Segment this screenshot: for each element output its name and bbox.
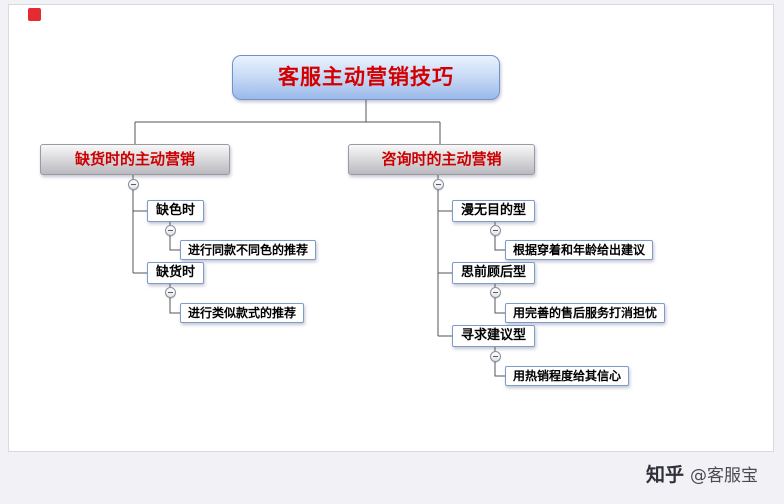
collapse-toggle-icon[interactable] [490,351,501,362]
collapse-toggle-icon[interactable] [165,287,176,298]
child-node-out-of-stock[interactable]: 缺货时 [147,262,205,284]
leaf-node-recommend-other-colors[interactable]: 进行同款不同色的推荐 [180,240,317,260]
leaf-node-recommend-similar-styles[interactable]: 进行类似款式的推荐 [180,303,305,323]
watermark-handle: @客服宝 [690,466,758,486]
leaf-node-confidence-by-popularity[interactable]: 用热销程度给其信心 [505,366,630,386]
zhihu-brand-label: 知乎 [645,464,684,486]
leaf-node-suggest-by-age-and-dress[interactable]: 根据穿着和年龄给出建议 [505,240,654,260]
collapse-toggle-icon[interactable] [490,225,501,236]
branch-node-outofstock-marketing[interactable]: 缺货时的主动营销 [40,144,230,175]
collapse-toggle-icon[interactable] [165,225,176,236]
red-marker-icon [28,8,41,21]
watermark: 知乎 @客服宝 [646,460,758,487]
child-node-hesitant-type[interactable]: 思前顾后型 [452,262,536,284]
collapse-toggle-icon[interactable] [433,179,444,190]
collapse-toggle-icon[interactable] [128,179,139,190]
child-node-aimless-type[interactable]: 漫无目的型 [452,200,536,222]
child-node-missing-color[interactable]: 缺色时 [147,200,205,222]
root-node[interactable]: 客服主动营销技巧 [232,55,500,100]
child-node-advice-seeking-type[interactable]: 寻求建议型 [452,325,536,347]
leaf-node-aftersales-reassurance[interactable]: 用完善的售后服务打消担忧 [505,303,666,323]
branch-node-consultation-marketing[interactable]: 咨询时的主动营销 [348,144,535,175]
collapse-toggle-icon[interactable] [490,287,501,298]
